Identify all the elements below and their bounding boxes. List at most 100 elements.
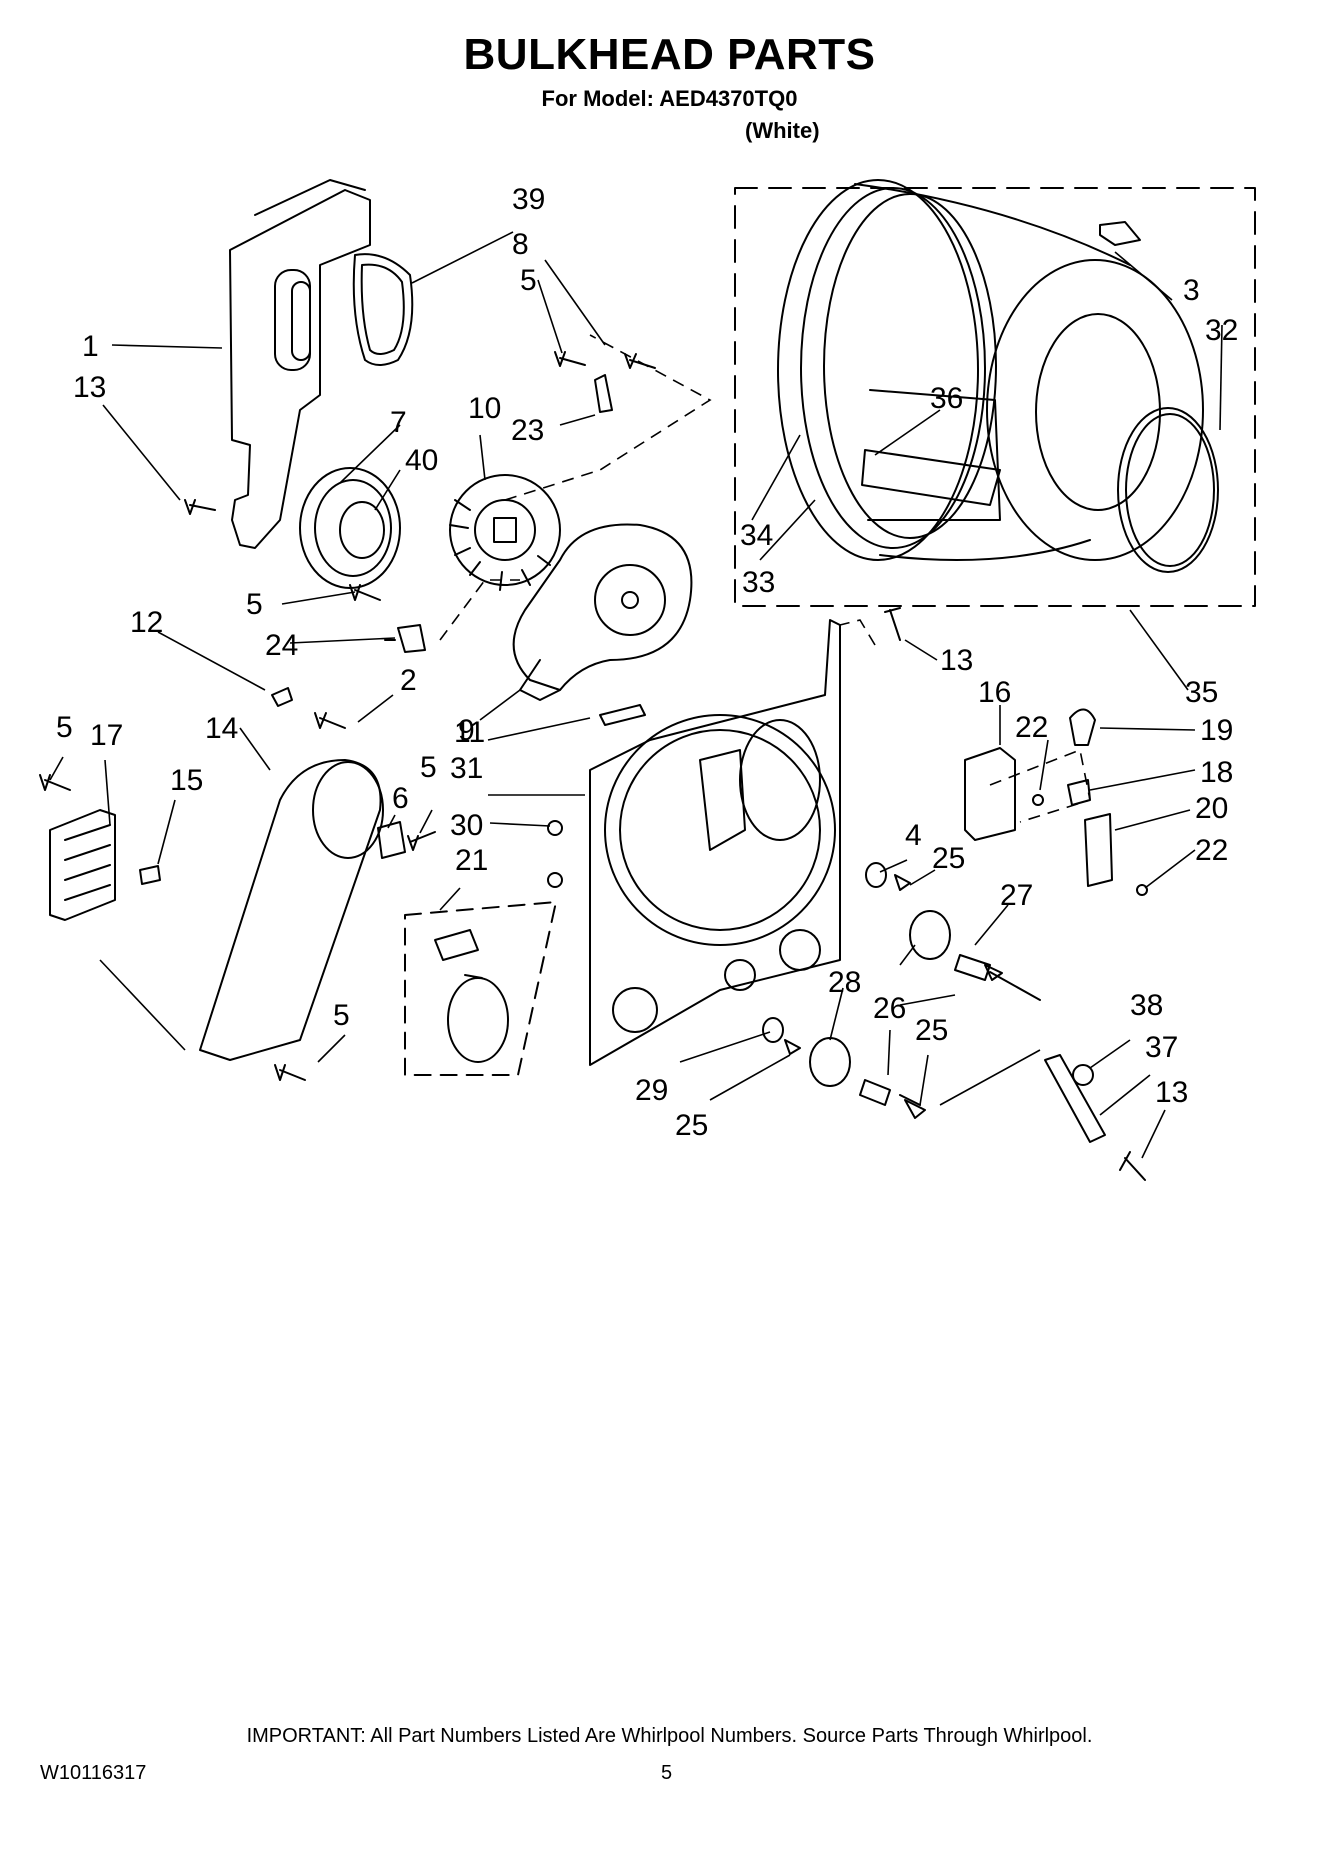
washer-38	[1072, 1064, 1094, 1086]
callout-16: 16	[978, 676, 1011, 709]
callout-18: 18	[1200, 756, 1233, 789]
cover-part	[1084, 813, 1113, 887]
screw-5-bottom	[274, 1064, 306, 1081]
felt-seal-part	[599, 704, 646, 726]
callout-21: 21	[455, 844, 488, 877]
model-line: For Model: AED4370TQ0	[541, 86, 798, 111]
callout-33: 33	[742, 566, 775, 599]
callout-37: 37	[1145, 1031, 1178, 1064]
harness-kit-part	[404, 901, 557, 1076]
drum-assembly-dashed-box	[734, 187, 1256, 607]
terminal-block-part	[964, 747, 1016, 841]
callout-32: 32	[1205, 314, 1238, 347]
callout-25: 25	[675, 1109, 708, 1142]
callout-15: 15	[170, 764, 203, 797]
screw-5-switch	[407, 831, 436, 851]
callout-5: 5	[56, 711, 73, 744]
blower-housing-seal-part	[299, 467, 401, 589]
callout-5: 5	[246, 588, 263, 621]
callout-5: 5	[520, 264, 537, 297]
thermal-fuse-part	[271, 687, 293, 707]
callout-29: 29	[635, 1074, 668, 1107]
bulkhead-panel-part	[589, 619, 841, 1066]
callout-22: 22	[1195, 834, 1228, 867]
page-number: 5	[661, 1762, 673, 1784]
callout-25: 25	[932, 842, 965, 875]
callout-25: 25	[915, 1014, 948, 1047]
callout-5: 5	[333, 999, 350, 1032]
rear-panel-part	[229, 179, 371, 549]
callout-31: 31	[450, 752, 483, 785]
door-switch-part	[377, 821, 406, 859]
nut-30b	[547, 872, 563, 888]
retainer-25	[784, 874, 1003, 1119]
heater-box-part	[49, 809, 116, 921]
blower-wheel-part	[449, 474, 561, 591]
washer-4	[865, 862, 887, 888]
thermistor-part	[384, 624, 426, 653]
callout-12: 12	[130, 606, 163, 639]
screw-13-mid	[884, 607, 901, 641]
document-id: W10116317	[40, 1762, 147, 1784]
lint-duct-part	[199, 759, 384, 1061]
callout-22: 22	[1015, 711, 1048, 744]
leader-lines	[49, 231, 1223, 1159]
callout-10: 10	[468, 392, 501, 425]
roller-bracket-37	[1044, 1054, 1106, 1143]
callout-1: 1	[82, 330, 99, 363]
page-title: BULKHEAD PARTS	[463, 30, 876, 79]
drum-part	[777, 179, 1204, 561]
shaft-27	[954, 954, 1041, 1001]
callout-5: 5	[420, 751, 437, 784]
roller-27	[909, 910, 951, 960]
screw-5-top	[554, 351, 586, 367]
screw-22b	[1136, 884, 1148, 896]
screw-5-mid	[349, 584, 381, 601]
callout-17: 17	[90, 719, 123, 752]
callout-39: 39	[512, 183, 545, 216]
callout-3: 3	[1183, 274, 1200, 307]
callout-2: 2	[400, 664, 417, 697]
drum-glide-part	[1099, 221, 1141, 246]
footer-important-note: IMPORTANT: All Part Numbers Listed Are W…	[246, 1725, 1093, 1747]
callout-28: 28	[828, 966, 861, 999]
callout-30: 30	[450, 809, 483, 842]
callout-36: 36	[930, 382, 963, 415]
screw-22a	[1032, 794, 1044, 806]
callout-13: 13	[73, 371, 106, 404]
callout-9: 9	[458, 714, 475, 747]
roller-28	[809, 1037, 851, 1087]
callout-14: 14	[205, 712, 238, 745]
callout-4: 4	[905, 819, 922, 852]
callout-27: 27	[1000, 879, 1033, 912]
shaft-26	[859, 1079, 921, 1106]
callout-8: 8	[512, 228, 529, 261]
callout-6: 6	[392, 782, 409, 815]
callout-35: 35	[1185, 676, 1218, 709]
drum-seal-part	[1117, 407, 1219, 573]
screw-5-heater	[39, 774, 71, 791]
screw-13-bracket	[1119, 1151, 1146, 1181]
bulb-part	[1069, 708, 1096, 746]
callout-20: 20	[1195, 792, 1228, 825]
callout-11: 11	[454, 716, 485, 749]
model-color: (White)	[745, 118, 820, 143]
blower-housing-part	[512, 523, 693, 701]
screw-13-left	[184, 499, 216, 515]
callout-26: 26	[873, 992, 906, 1025]
washer-29	[762, 1017, 784, 1043]
callout-13: 13	[940, 644, 973, 677]
callout-13: 13	[1155, 1076, 1188, 1109]
callout-7: 7	[390, 406, 407, 439]
callout-labels: 39 8 5 1 13 7 10 40 23 5 24 12 2 11 14 5…	[56, 183, 1238, 1142]
callout-34: 34	[740, 519, 773, 552]
screw-2	[314, 712, 346, 729]
nut-30a	[547, 820, 563, 836]
blower-seal-part	[352, 253, 414, 366]
callout-24: 24	[265, 629, 298, 662]
heater-terminal-15	[139, 865, 161, 885]
callout-38: 38	[1130, 989, 1163, 1022]
callout-23: 23	[511, 414, 544, 447]
callout-19: 19	[1200, 714, 1233, 747]
